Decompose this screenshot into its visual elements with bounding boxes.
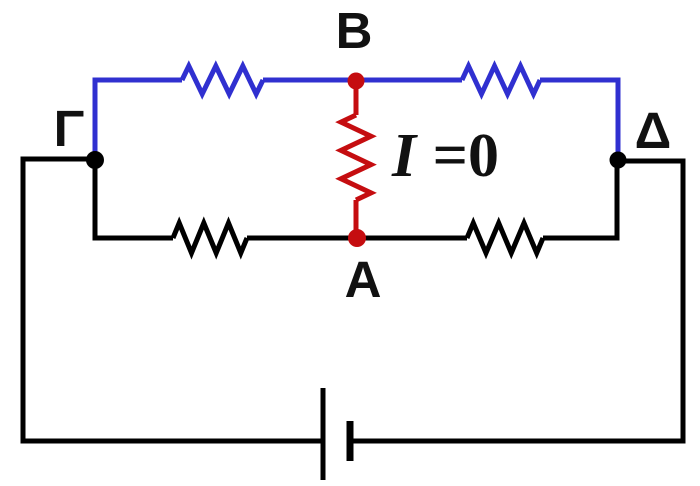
node-dot-a [348, 229, 366, 247]
current-symbol: I [391, 122, 418, 190]
wire-resistor-top-right-to-delta [540, 77, 621, 160]
wire-gamma-to-resistor-bottom-left [92, 160, 173, 241]
zero-current-annotation: I =0 [391, 122, 499, 190]
node-label-b: B [336, 2, 373, 59]
resistor-bottom-left [170, 216, 250, 260]
wire-resistor-bottom-right-to-delta [543, 161, 620, 241]
wire-gamma-to-resistor-top-left [92, 77, 182, 161]
current-value: =0 [433, 122, 499, 190]
node-label-a: A [345, 251, 382, 308]
outer-wire-right [350, 158, 686, 444]
outer-wire-left [20, 156, 323, 444]
resistor-top-right [459, 60, 543, 100]
node-dot-delta [609, 151, 627, 169]
resistor-bottom-right [464, 216, 546, 260]
node-dot-gamma [86, 151, 104, 169]
resistor-top-left [179, 60, 266, 100]
node-dot-b [347, 72, 365, 90]
bridge-resistor [335, 112, 377, 203]
node-label-delta: Δ [635, 102, 672, 159]
node-label-gamma: Γ [54, 100, 85, 157]
